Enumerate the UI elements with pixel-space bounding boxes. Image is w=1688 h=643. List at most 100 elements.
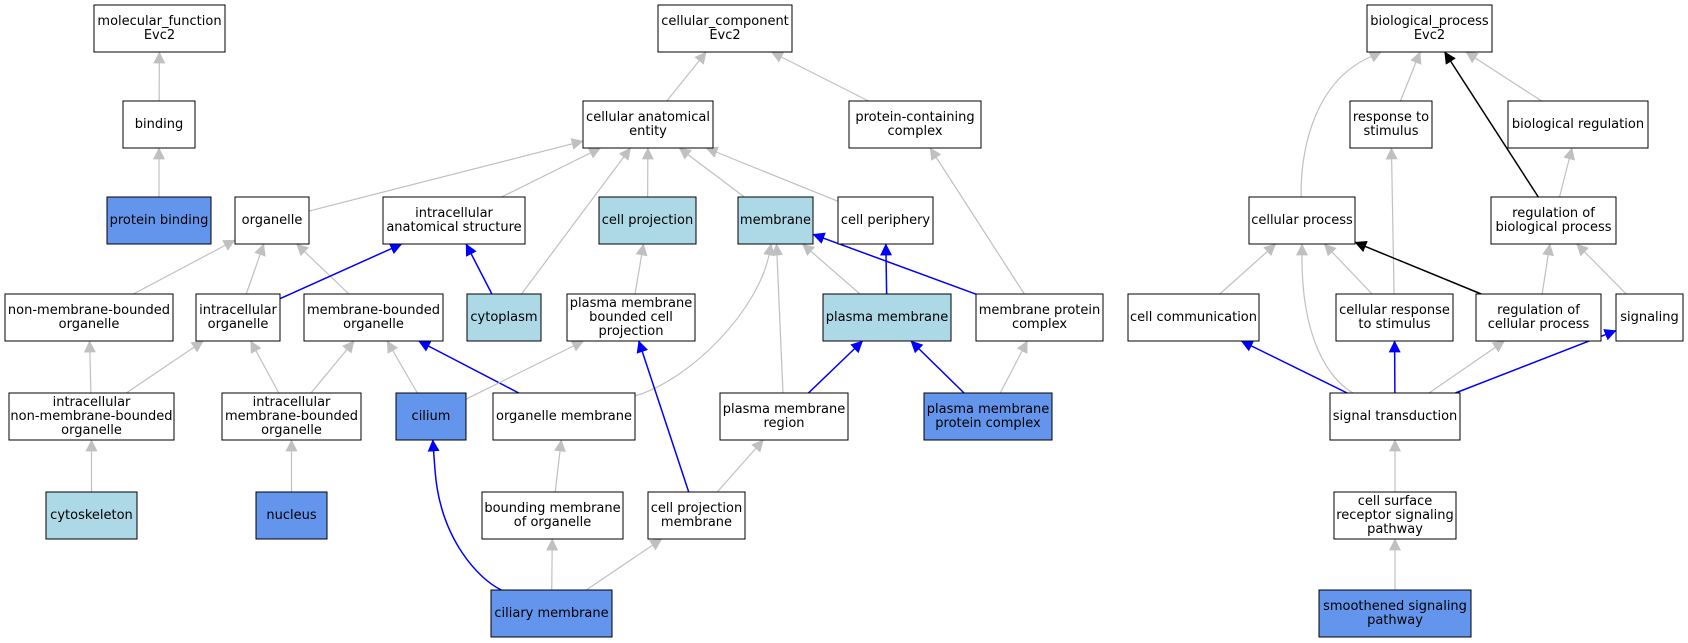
edge-pmr-to-plasma_membrane [807, 340, 864, 394]
node-cytoskeleton[interactable]: cytoskeleton [45, 491, 138, 540]
node-label: membrane-bounded [307, 303, 440, 318]
node-label: membrane [740, 213, 811, 228]
node-box [221, 392, 362, 441]
node-label: organelle [261, 423, 322, 438]
node-box [1490, 196, 1617, 245]
node-box [1349, 100, 1433, 149]
edge-ias-to-cae [501, 147, 602, 198]
edge-pmpc-to-plasma_membrane [910, 340, 965, 394]
edge-cilium-to-pmbcp [465, 340, 585, 400]
node-cell-communication[interactable]: cell communication [1127, 293, 1260, 342]
node-box [719, 392, 849, 441]
node-box [303, 293, 444, 342]
node-inmbo[interactable]: intracellularnon-membrane-boundedorganel… [8, 392, 175, 441]
node-label: of organelle [514, 515, 591, 530]
node-label: plasma membrane [723, 402, 846, 417]
edge-plasma_membrane-to-membrane [802, 243, 861, 295]
node-label: cytoplasm [470, 310, 537, 325]
node-cell-projection[interactable]: cell projection [598, 196, 697, 245]
node-label: complex [1012, 317, 1067, 332]
node-cell-periphery[interactable]: cell periphery [837, 196, 934, 245]
node-label: pathway [1367, 522, 1423, 537]
node-label: region [763, 416, 804, 431]
node-cytoplasm[interactable]: cytoplasm [466, 293, 542, 342]
edge-breg-to-bp [1465, 51, 1542, 102]
node-box [1329, 392, 1461, 441]
node-organelle-membrane[interactable]: organelle membrane [492, 392, 636, 441]
node-box [1366, 4, 1493, 53]
edge-nmbo-to-organelle [133, 239, 236, 295]
node-membrane[interactable]: membrane [737, 196, 814, 245]
node-label: cytoskeleton [50, 508, 133, 523]
edge-cytoplasm-to-ias [465, 243, 493, 295]
edge-inmbo-to-io [125, 340, 204, 394]
edge-mbo-to-organelle [296, 243, 350, 295]
edge-pcc-to-cc [770, 51, 869, 102]
node-plasma-membrane[interactable]: plasma membrane [822, 293, 952, 342]
node-signaling[interactable]: signaling [1615, 293, 1684, 342]
edge-imbo-to-io [250, 340, 280, 394]
node-box [1335, 293, 1454, 342]
node-label: plasma membrane [927, 402, 1050, 417]
node-signal-transduction[interactable]: signal transduction [1329, 392, 1461, 441]
node-box [737, 196, 814, 245]
node-label: organelle [343, 317, 404, 332]
node-box [1507, 100, 1649, 149]
edge-bmo-to-organelle_membrane [553, 439, 566, 493]
edge-layer [83, 51, 1627, 591]
edge-organelle_membrane-to-mbo [418, 340, 520, 394]
node-box [566, 293, 696, 342]
node-box [490, 589, 613, 638]
node-breg[interactable]: biological regulation [1507, 100, 1649, 149]
node-label: cell periphery [841, 213, 931, 228]
node-label: organelle [61, 423, 122, 438]
edge-signal_transduction-to-cell_communication [1240, 340, 1348, 394]
edge-signal_transduction-to-cellular_process [1296, 243, 1354, 394]
node-label: intracellular [253, 395, 331, 410]
node-label: regulation of [1512, 206, 1595, 221]
node-cellular-process[interactable]: cellular process [1248, 196, 1356, 245]
node-label: signal transduction [1333, 409, 1458, 424]
node-protein-binding[interactable]: protein binding [106, 196, 212, 245]
node-binding[interactable]: binding [122, 100, 196, 149]
node-label: to stimulus [1358, 317, 1430, 332]
node-label: entity [629, 124, 667, 139]
node-label: signaling [1620, 310, 1679, 325]
node-box [234, 196, 310, 245]
node-organelle[interactable]: organelle [234, 196, 310, 245]
node-cilium[interactable]: cilium [395, 392, 467, 441]
node-label: protein-containing [855, 110, 974, 125]
node-box [1127, 293, 1260, 342]
node-box [395, 392, 467, 441]
node-box [195, 293, 281, 342]
edge-cellular_process-to-bp [1300, 51, 1382, 198]
node-nucleus[interactable]: nucleus [255, 491, 328, 540]
node-ciliary-membrane[interactable]: ciliary membrane [490, 589, 613, 638]
node-label: membrane [661, 515, 732, 530]
node-label: Evc2 [709, 28, 740, 43]
node-label: intracellular [415, 206, 493, 221]
